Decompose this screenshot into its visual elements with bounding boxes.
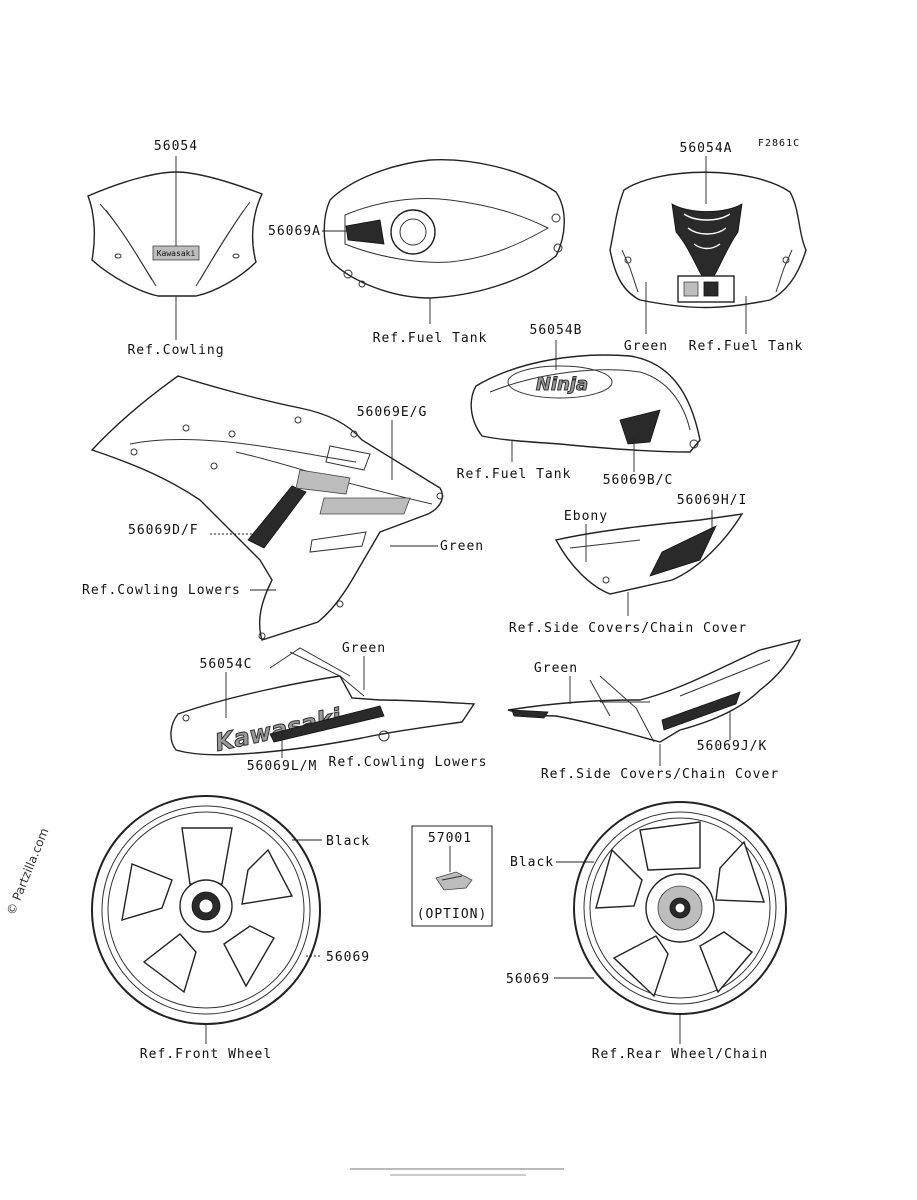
label-56069-front: 56069: [326, 950, 370, 965]
label-56069DF: 56069D/F: [128, 523, 199, 538]
label-option: (OPTION): [417, 907, 488, 922]
label-ref-cowling: Ref.Cowling: [127, 343, 224, 358]
fuel-tank-top-56069A[interactable]: [323, 159, 565, 299]
label-ref-front-wheel: Ref.Front Wheel: [140, 1047, 272, 1062]
label-56069BC: 56069B/C: [603, 473, 674, 488]
tail-side-cover-56069JK[interactable]: [507, 638, 802, 743]
label-56054B: 56054B: [530, 323, 583, 338]
label-56069JK: 56069J/K: [697, 739, 768, 754]
label-ebony: Ebony: [564, 509, 608, 524]
windscreen-56054[interactable]: Kawasaki: [87, 171, 263, 297]
ninja-decal-text: Ninja: [536, 374, 588, 395]
label-56069HI: 56069H/I: [677, 493, 748, 508]
label-green-3: Green: [534, 661, 578, 676]
footer-fine-print: [350, 1168, 564, 1176]
label-ref-rear-wheel: Ref.Rear Wheel/Chain: [592, 1047, 769, 1062]
label-ref-cowling-lowers-2: Ref.Cowling Lowers: [329, 755, 488, 770]
label-56069A: 56069A: [268, 224, 321, 239]
label-56069EG: 56069E/G: [357, 405, 428, 420]
label-ref-fuel-tank-3: Ref.Fuel Tank: [457, 467, 572, 482]
label-56054A: 56054A: [680, 141, 733, 156]
label-green-2: Green: [440, 539, 484, 554]
label-ref-fuel-tank-2: Ref.Fuel Tank: [689, 339, 804, 354]
label-green-4: Green: [342, 641, 386, 656]
label-56054C: 56054C: [200, 657, 253, 672]
label-black-2: Black: [510, 855, 554, 870]
kawasaki-small-text: Kawasaki: [157, 249, 196, 258]
label-56069-rear: 56069: [506, 972, 550, 987]
label-black-1: Black: [326, 834, 370, 849]
label-ref-side-covers-1: Ref.Side Covers/Chain Cover: [509, 621, 747, 636]
label-ref-fuel-tank-1: Ref.Fuel Tank: [373, 331, 488, 346]
side-cover-56069HI[interactable]: [554, 513, 744, 595]
front-wheel[interactable]: [91, 795, 321, 1025]
diagram-code: F2861C: [758, 138, 800, 149]
tank-side-56054B[interactable]: Ninja: [470, 354, 701, 453]
rear-wheel[interactable]: [573, 801, 787, 1015]
label-ref-cowling-lowers-1: Ref.Cowling Lowers: [82, 583, 241, 598]
watermark: © Partzilla.com: [4, 826, 52, 917]
label-57001: 57001: [428, 831, 472, 846]
label-green-1: Green: [624, 339, 668, 354]
label-ref-side-covers-2: Ref.Side Covers/Chain Cover: [541, 767, 779, 782]
label-56069LM: 56069L/M: [247, 759, 318, 774]
label-56054: 56054: [154, 139, 198, 154]
option-box-57001[interactable]: [411, 825, 493, 927]
upper-cowling-56069EG[interactable]: [90, 375, 444, 641]
tank-pad-56054A[interactable]: [609, 171, 807, 309]
